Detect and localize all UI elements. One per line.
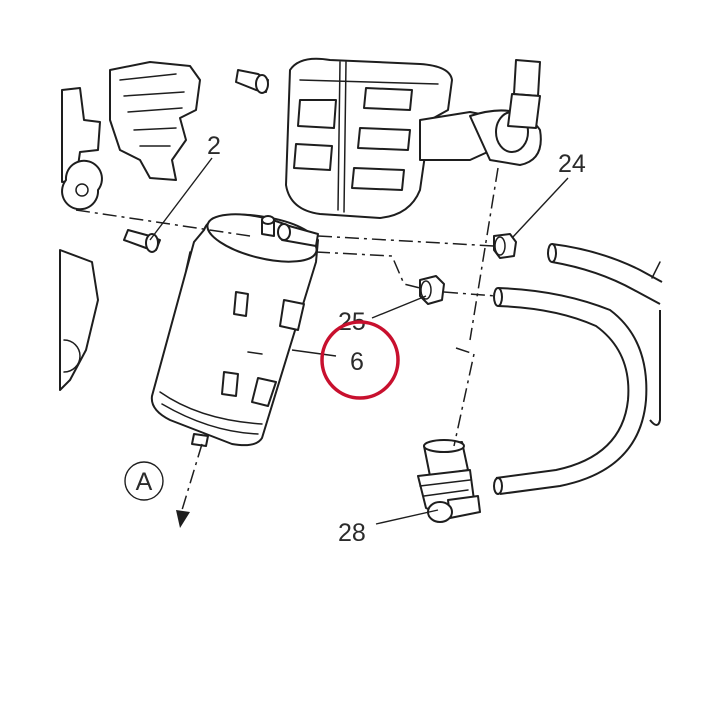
callout-6: 6	[350, 348, 364, 376]
arrow-head	[176, 510, 190, 528]
quick-connector-28	[417, 439, 481, 523]
hose-loop	[493, 287, 661, 495]
bracket-screw	[235, 69, 269, 94]
leader-lines	[149, 157, 569, 525]
callout-2: 2	[207, 132, 221, 160]
hose-upper	[547, 243, 663, 305]
hose-clip-top	[419, 59, 542, 166]
detail-a-label: A	[136, 468, 153, 496]
hose-clamp-25	[419, 275, 445, 305]
callout-24: 24	[558, 150, 586, 178]
canister-holder	[285, 57, 453, 219]
hose-clamp-24	[493, 233, 517, 259]
callout-28: 28	[338, 519, 366, 547]
mounting-bracket	[59, 61, 201, 391]
screw-2	[123, 229, 161, 253]
highlight-circle	[320, 320, 400, 400]
carbon-canister	[150, 213, 319, 447]
detail-a-marker: A	[124, 461, 164, 501]
